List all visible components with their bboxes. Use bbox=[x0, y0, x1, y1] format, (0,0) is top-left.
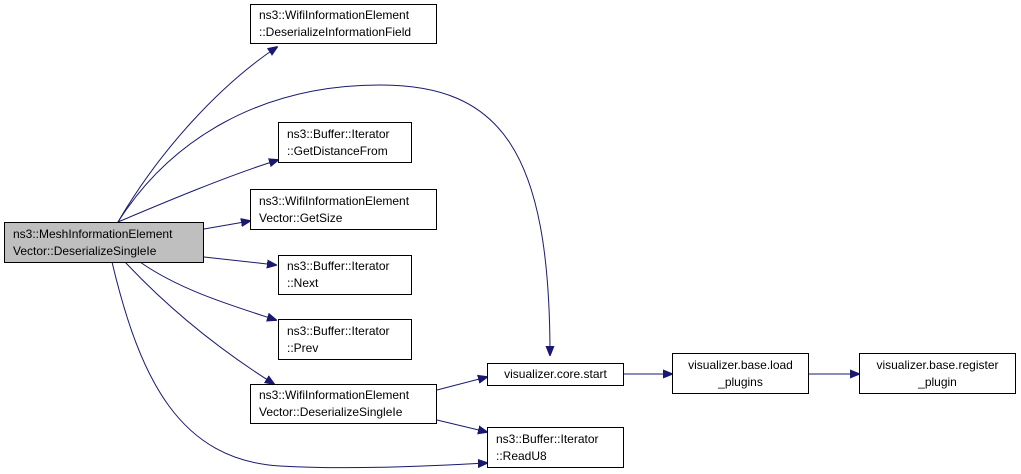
node-line-1: ns3::Buffer::Iterator bbox=[496, 431, 599, 446]
node-prev[interactable]: ns3::Buffer::Iterator ::Prev bbox=[278, 319, 412, 360]
node-get-size[interactable]: ns3::WifiInformationElement Vector::GetS… bbox=[250, 189, 437, 230]
node-line-2: ::GetDistanceFrom bbox=[287, 143, 388, 158]
node-line-1: ns3::WifiInformationElement bbox=[259, 388, 410, 402]
node-line-2: Vector::GetSize bbox=[259, 210, 343, 225]
edge-root-to-get-size bbox=[203, 221, 250, 230]
node-line-2: Vector::DeserializeSingleIe bbox=[259, 405, 403, 419]
edge-root-to-prev bbox=[139, 261, 276, 320]
node-line-1: ns3::Buffer::Iterator bbox=[287, 323, 390, 338]
node-line-1: ns3::WifiInformationElement bbox=[259, 8, 410, 22]
edge-root-to-deserialize-information-field bbox=[117, 47, 277, 223]
node-load-plugins[interactable]: visualizer.base.load _plugins bbox=[672, 353, 809, 394]
node-line-2: ::Next bbox=[287, 276, 319, 290]
node-deserialize-information-field[interactable]: ns3::WifiInformationElement ::Deserializ… bbox=[250, 4, 437, 44]
node-wifi-deserialize-single-ie[interactable]: ns3::WifiInformationElement Vector::Dese… bbox=[250, 384, 437, 424]
edge-root-to-get-distance-from bbox=[117, 160, 278, 223]
node-line-2: ::Prev bbox=[287, 340, 319, 355]
node-line-1: ns3::MeshInformationElement bbox=[13, 226, 173, 241]
node-mesh-deserialize-single-ie[interactable]: ns3::MeshInformationElement Vector::Dese… bbox=[4, 222, 204, 263]
edge-root-to-wifi-deserialize-single-ie bbox=[124, 261, 274, 384]
node-line-1: ns3::WifiInformationElement bbox=[259, 193, 410, 208]
edge-wifi-deserialize-to-core-start bbox=[436, 377, 487, 391]
node-line-1: visualizer.core.start bbox=[504, 367, 607, 381]
node-line-1: ns3::Buffer::Iterator bbox=[287, 126, 390, 141]
edge-root-to-read-u8 bbox=[111, 261, 487, 468]
node-register-plugin[interactable]: visualizer.base.register _plugin bbox=[859, 353, 1016, 394]
node-line-1: visualizer.base.register bbox=[876, 357, 999, 372]
edge-wifi-deserialize-to-read-u8 bbox=[436, 419, 487, 432]
node-line-2: _plugin bbox=[918, 374, 957, 389]
node-line-2: ::ReadU8 bbox=[496, 448, 547, 463]
node-line-1: ns3::Buffer::Iterator bbox=[287, 259, 390, 273]
node-get-distance-from[interactable]: ns3::Buffer::Iterator ::GetDistanceFrom bbox=[278, 122, 412, 163]
edge-root-to-next bbox=[203, 256, 276, 265]
node-line-2: Vector::DeserializeSingleIe bbox=[13, 243, 157, 258]
node-next[interactable]: ns3::Buffer::Iterator ::Next bbox=[278, 255, 412, 295]
node-line-1: visualizer.base.load bbox=[688, 357, 793, 372]
node-line-2: _plugins bbox=[718, 374, 763, 389]
node-line-2: ::DeserializeInformationField bbox=[259, 25, 412, 39]
edge-root-to-core-start bbox=[117, 84, 550, 355]
node-core-start[interactable]: visualizer.core.start bbox=[487, 363, 624, 386]
node-read-u8[interactable]: ns3::Buffer::Iterator ::ReadU8 bbox=[487, 427, 624, 468]
